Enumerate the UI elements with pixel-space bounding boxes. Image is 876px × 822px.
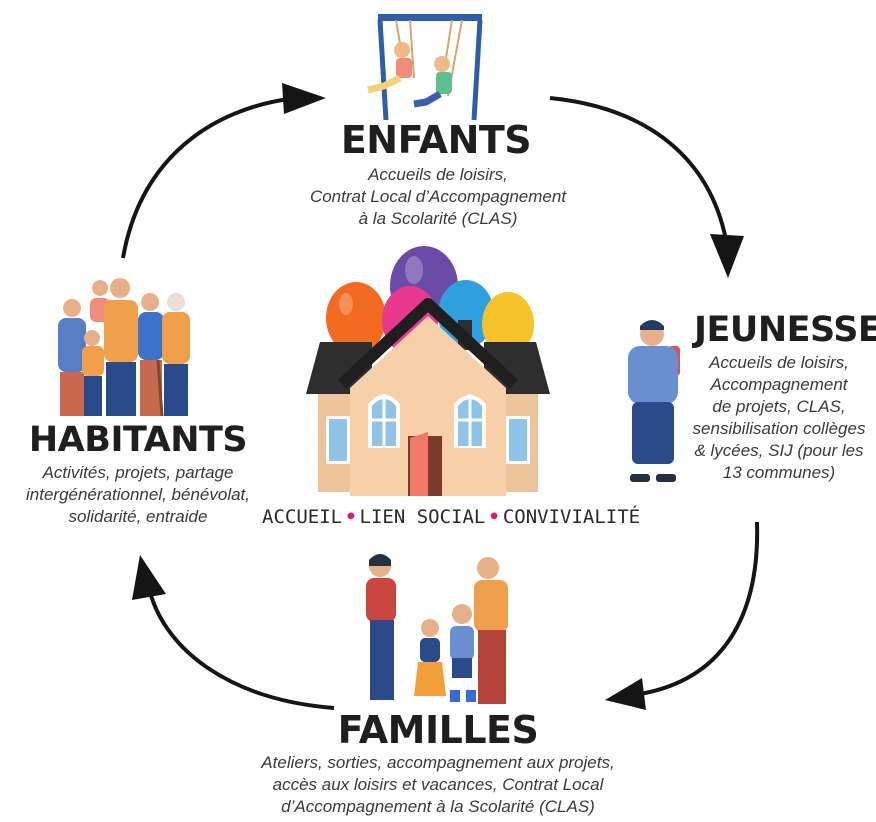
section-title-enfants: ENFANTS (340, 118, 532, 162)
house-illustration (306, 298, 550, 496)
roof-right (484, 342, 550, 394)
center-tagline: ACCUEIL•LIEN SOCIAL•CONVIVIALITÉ (262, 506, 640, 528)
house-main-wall (350, 316, 506, 496)
arrowhead-top-left (282, 83, 326, 114)
section-title-jeunesse: JEUNESSE (694, 310, 876, 350)
window-side-left (326, 416, 350, 464)
arrowhead-bottom-right (605, 678, 646, 710)
door (410, 432, 428, 496)
arrow-habitants-to-enfants (121, 96, 297, 259)
balloon-yellow (482, 292, 534, 356)
section-description-jeunesse: Accueils de loisirs, Accompagnement de p… (692, 353, 866, 483)
family-illustration (366, 554, 508, 704)
window-side-right (506, 416, 530, 464)
section-title-habitants: HABITANTS (28, 420, 248, 460)
arrowhead-bottom-left (132, 555, 166, 600)
tagline-convivialite: CONVIVIALITÉ (502, 506, 641, 528)
arrow-jeunesse-to-familles (639, 521, 760, 696)
balloon-orange (326, 282, 386, 354)
arrow-familles-to-habitants (148, 591, 335, 710)
section-description-enfants: Accueils de loisirs, Contrat Local d’Acc… (309, 165, 567, 229)
tagline-separator: • (488, 506, 500, 528)
window-right (454, 394, 486, 448)
children-swing-illustration (367, 14, 483, 121)
arrowhead-top-right (710, 234, 744, 278)
roof-left (306, 342, 372, 394)
section-description-habitants: Activités, projets, partage intergénérat… (26, 463, 250, 527)
residents-group-illustration (58, 278, 190, 417)
section-title-familles: FAMILLES (337, 708, 539, 752)
tagline-accueil: ACCUEIL (262, 506, 343, 528)
window-left (368, 394, 400, 448)
section-description-familles: Ateliers, sorties, accompagnement aux pr… (261, 753, 615, 817)
teen-illustration (628, 320, 680, 482)
tagline-separator: • (345, 506, 357, 528)
cycle-arrows (121, 83, 760, 710)
tagline-lien-social: LIEN SOCIAL (359, 506, 486, 528)
arrow-enfants-to-jeunesse (549, 96, 728, 241)
roof-main (337, 298, 519, 389)
